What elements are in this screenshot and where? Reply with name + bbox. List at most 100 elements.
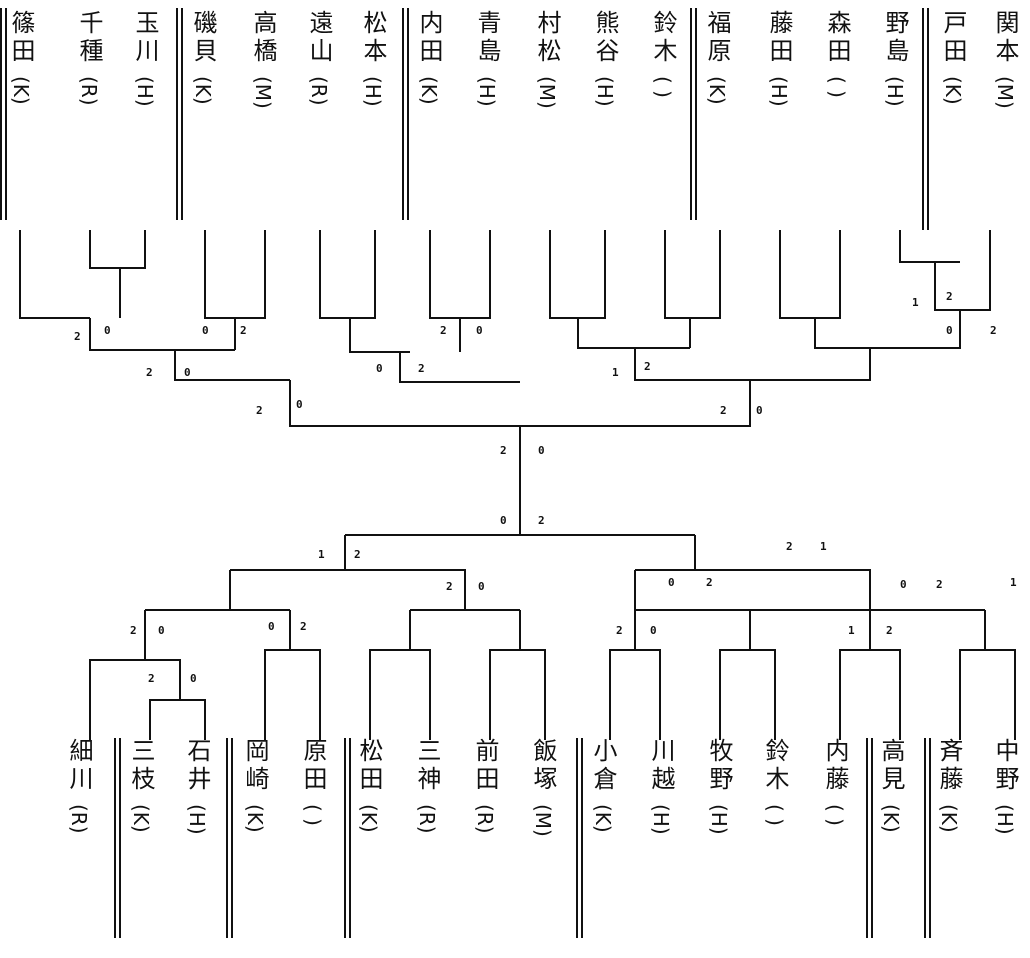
top-entry: 鈴木 ( ) xyxy=(646,10,680,98)
match-score: 0 xyxy=(184,366,191,379)
top-entry: 戸田 (K) xyxy=(936,10,970,105)
match-score: 2 xyxy=(706,576,713,589)
player-name: 磯貝 xyxy=(189,10,217,66)
top-entry: 高橋 (M) xyxy=(246,10,280,109)
bottom-entry: 牧野 (H) xyxy=(702,738,736,835)
match-score: 2 xyxy=(616,624,623,637)
match-score: 2 xyxy=(644,360,651,373)
match-score: 0 xyxy=(104,324,111,337)
bottom-entry: 内藤( ) xyxy=(818,738,852,826)
player-name: 森田 xyxy=(823,10,851,66)
top-entry: 松本 (H) xyxy=(356,10,390,107)
team-tag: (R) xyxy=(415,804,439,834)
team-tag: ( ) xyxy=(763,804,787,826)
team-tag: (H) xyxy=(883,76,907,107)
team-tag: (H) xyxy=(185,804,209,835)
team-tag: (K) xyxy=(243,804,267,833)
match-score: 2 xyxy=(990,324,997,337)
player-name: 遠山 xyxy=(305,10,333,66)
player-name: 前田 xyxy=(471,738,499,794)
player-name: 原田 xyxy=(299,738,327,794)
player-name: 松本 xyxy=(359,10,387,66)
top-bracket-lines xyxy=(19,230,991,535)
match-score: 1 xyxy=(820,540,827,553)
group-divider xyxy=(866,738,873,938)
team-tag: ( ) xyxy=(823,804,847,826)
bottom-entry: 原田( ) xyxy=(296,738,330,826)
top-entry: 玉川(H) xyxy=(128,10,162,107)
bottom-entry: 鈴木 ( ) xyxy=(758,738,792,826)
team-tag: (R) xyxy=(67,804,91,834)
player-name: 藤田 xyxy=(765,10,793,66)
bottom-entry: 松田(K) xyxy=(352,738,386,833)
player-name: 鈴木 xyxy=(761,738,789,794)
group-divider xyxy=(402,8,409,220)
player-name: 三神 xyxy=(413,738,441,794)
player-name: 鈴木 xyxy=(649,10,677,66)
match-score: 0 xyxy=(538,444,545,457)
match-score: 0 xyxy=(190,672,197,685)
top-entry: 内田(K) xyxy=(412,10,446,105)
group-divider xyxy=(576,738,583,938)
bottom-entry: 小倉(K) xyxy=(586,738,620,833)
team-tag: (M) xyxy=(535,76,559,109)
match-score: 0 xyxy=(478,580,485,593)
group-divider xyxy=(176,8,183,220)
player-name: 松田 xyxy=(355,738,383,794)
group-divider xyxy=(226,738,233,938)
bottom-entry: 飯塚(M) xyxy=(526,738,560,837)
match-score: 1 xyxy=(912,296,919,309)
match-score: 2 xyxy=(446,580,453,593)
match-score: 2 xyxy=(946,290,953,303)
match-score: 0 xyxy=(500,514,507,527)
player-name: 青島 xyxy=(473,10,501,66)
top-entry: 千種(R) xyxy=(72,10,106,106)
top-entry: 青島(H) xyxy=(470,10,504,107)
match-score: 2 xyxy=(886,624,893,637)
team-tag: (H) xyxy=(361,76,385,107)
player-name: 牧野 xyxy=(705,738,733,794)
player-name: 村松 xyxy=(533,10,561,66)
group-divider xyxy=(344,738,351,938)
bottom-entry: 三枝(K) xyxy=(124,738,158,833)
match-score: 2 xyxy=(300,620,307,633)
bottom-entry: 高見(K) xyxy=(874,738,908,833)
match-score: 2 xyxy=(440,324,447,337)
team-tag: (H) xyxy=(707,804,731,835)
top-entry: 藤田(H) xyxy=(762,10,796,107)
team-tag: (K) xyxy=(9,76,33,105)
player-name: 岡崎 xyxy=(241,738,269,794)
team-tag: (K) xyxy=(941,76,965,105)
match-score: 0 xyxy=(668,576,675,589)
top-entry: 関本(M) xyxy=(988,10,1022,109)
bottom-entry: 川越(H) xyxy=(644,738,678,835)
player-name: 細川 xyxy=(65,738,93,794)
match-score: 0 xyxy=(376,362,383,375)
top-entry: 磯貝(K) xyxy=(186,10,220,105)
team-tag: (R) xyxy=(473,804,497,834)
match-score: 2 xyxy=(256,404,263,417)
team-tag: (K) xyxy=(591,804,615,833)
match-score: 2 xyxy=(786,540,793,553)
team-tag: ( ) xyxy=(651,76,675,98)
match-score: 2 xyxy=(500,444,507,457)
player-name: 戸田 xyxy=(939,10,967,66)
team-tag: (K) xyxy=(705,76,729,105)
match-score: 2 xyxy=(418,362,425,375)
top-entry: 篠田(K) xyxy=(4,10,38,105)
team-tag: (M) xyxy=(531,804,555,837)
match-score: 2 xyxy=(240,324,247,337)
bottom-entry: 中野(H) xyxy=(988,738,1022,835)
top-entry: 熊谷(H) xyxy=(588,10,622,107)
top-entry: 森田( ) xyxy=(820,10,854,98)
match-score: 2 xyxy=(354,548,361,561)
group-divider xyxy=(924,738,931,938)
team-tag: (R) xyxy=(307,76,331,106)
player-name: 川越 xyxy=(647,738,675,794)
team-tag: (M) xyxy=(251,76,275,109)
match-score: 0 xyxy=(268,620,275,633)
player-name: 高橋 xyxy=(249,10,277,66)
player-name: 中野 xyxy=(991,738,1019,794)
